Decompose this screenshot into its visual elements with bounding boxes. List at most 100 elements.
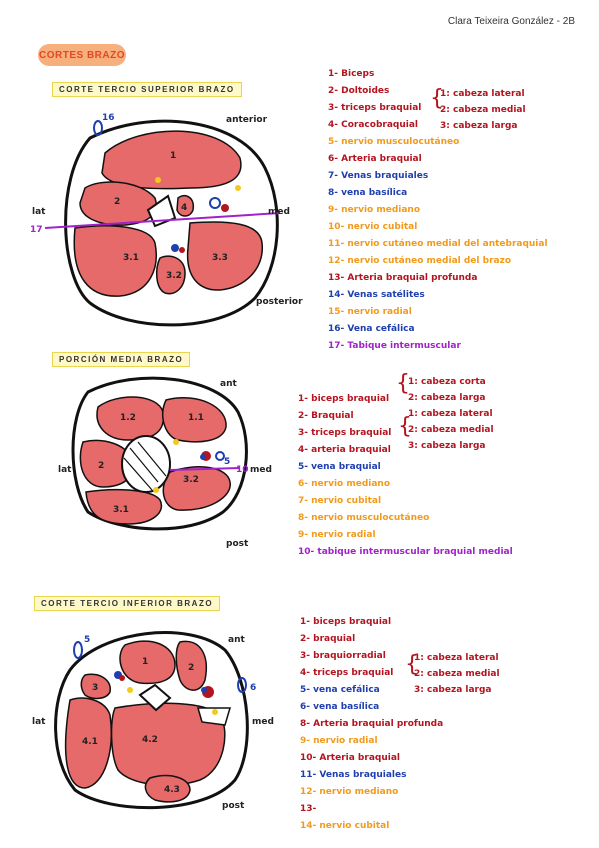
legend-item: 17- Tabique intermuscular xyxy=(328,341,461,351)
muscle-3 xyxy=(80,673,111,700)
vein xyxy=(171,244,179,252)
medial-label: med xyxy=(252,717,274,727)
vein-16-label: 16 xyxy=(102,113,115,123)
nerve xyxy=(212,709,218,715)
legend-item: 10- tabique intermuscular braquial media… xyxy=(298,547,513,557)
subhead-item: 1: cabeza corta xyxy=(408,377,486,387)
lateral-label: lat xyxy=(32,717,46,727)
muscle-3-3 xyxy=(186,221,263,291)
muscle-1 xyxy=(119,640,176,685)
section-1-heading: CORTE TERCIO SUPERIOR BRAZO xyxy=(52,82,242,97)
legend-item: 2- Doltoides xyxy=(328,86,390,96)
legend-item: 12- nervio mediano xyxy=(300,787,399,797)
muscle-1-label: 1 xyxy=(170,151,176,161)
posterior-label: post xyxy=(226,539,249,549)
nerve xyxy=(153,487,159,493)
septum-10 xyxy=(169,467,241,471)
legend-item: 5- vena braquial xyxy=(298,462,381,472)
muscle-1-1-label: 1.1 xyxy=(188,413,204,423)
subhead-item: 1: cabeza lateral xyxy=(414,653,499,663)
legend-item: 6- vena basílica xyxy=(300,702,380,712)
anterior-label: anterior xyxy=(226,115,268,125)
muscle-3-2-label: 3.2 xyxy=(183,475,199,485)
lateral-label: lat xyxy=(32,207,46,217)
legend-item: 2- braquial xyxy=(300,634,356,644)
medial-label: med xyxy=(250,465,272,475)
legend-item: 7- Venas braquiales xyxy=(328,171,429,181)
muscle-4-1 xyxy=(64,697,112,789)
section-2-brace: { xyxy=(398,414,412,439)
legend-item: 4- arteria braquial xyxy=(298,445,391,455)
muscle-1-2 xyxy=(96,396,165,441)
anterior-label: ant xyxy=(228,635,245,645)
anterior-label: ant xyxy=(220,379,237,389)
legend-item: 9- nervio mediano xyxy=(328,205,421,215)
subhead-item: 3: cabeza larga xyxy=(440,121,518,131)
muscle-4-3-label: 4.3 xyxy=(164,785,180,795)
muscle-3-label: 3 xyxy=(92,683,98,693)
section-2-subheads: 1: cabeza lateral 2: cabeza medial 3: cabe… xyxy=(408,406,494,454)
legend-item: 2- Braquial xyxy=(298,411,354,421)
legend-item: 8- vena basílica xyxy=(328,188,408,198)
section-3-brace: { xyxy=(405,652,419,677)
muscle-1-2-label: 1.2 xyxy=(120,413,136,423)
legend-item: 7- nervio cubital xyxy=(298,496,382,506)
subhead-item: 2: cabeza larga xyxy=(408,393,486,403)
section-2-heading: PORCIÓN MEDIA BRAZO xyxy=(52,352,191,367)
muscle-3-1 xyxy=(85,488,163,525)
legend-item: 5- nervio musculocutáneo xyxy=(328,137,460,147)
vein-16 xyxy=(93,120,103,136)
legend-item: 16- Vena cefálica xyxy=(328,324,415,334)
subhead-item: 3: cabeza larga xyxy=(408,441,486,451)
vein-5 xyxy=(215,451,225,461)
page-title: CORTES BRAZO xyxy=(38,44,126,66)
legend-item: 10- nervio cubital xyxy=(328,222,418,232)
section-3-heading: CORTE TERCIO INFERIOR BRAZO xyxy=(34,596,221,611)
legend-item: 14- Venas satélites xyxy=(328,290,425,300)
muscle-3-3-label: 3.3 xyxy=(212,253,228,263)
vein-5-label: 5 xyxy=(224,457,230,467)
muscle-4-2-label: 4.2 xyxy=(142,735,158,745)
legend-item: 8- Arteria braquial profunda xyxy=(300,719,444,729)
vein-5 xyxy=(73,641,83,659)
muscle-1-1 xyxy=(162,397,227,443)
muscle-2-label: 2 xyxy=(98,461,104,471)
legend-item: 3- triceps braquial xyxy=(328,103,422,113)
artery xyxy=(119,675,125,681)
legend-item: 14- nervio cubital xyxy=(300,821,390,831)
subhead-item: 3: cabeza larga xyxy=(414,685,492,695)
artery xyxy=(221,204,229,212)
legend-item: 4- triceps braquial xyxy=(300,668,394,678)
lateral-label: lat xyxy=(58,465,72,475)
subhead-item: 2: cabeza medial xyxy=(408,425,494,435)
legend-item: 11- Venas braquiales xyxy=(300,770,407,780)
muscle-4-2 xyxy=(110,702,226,786)
legend-item: 5- vena cefálica xyxy=(300,685,380,695)
muscle-4-label: 4 xyxy=(181,203,187,213)
legend-item: 3- braquiorradial xyxy=(300,651,386,661)
legend-item: 11- nervio cutáneo medial del antebraqui… xyxy=(328,239,548,249)
humerus xyxy=(138,683,172,712)
legend-item: 12- nervio cutáneo medial del brazo xyxy=(328,256,511,266)
muscle-2 xyxy=(175,640,207,691)
section-2-brace-top: { xyxy=(396,371,410,396)
legend-item: 9- nervio radial xyxy=(298,530,376,540)
legend-item: 6- nervio mediano xyxy=(298,479,391,489)
subhead-item: 2: cabeza medial xyxy=(440,105,526,115)
muscle-3-2 xyxy=(155,255,186,295)
legend-item: 4- Coracobraquial xyxy=(328,120,418,130)
posterior-label: post xyxy=(222,801,245,811)
muscle-3-1-label: 3.1 xyxy=(113,505,129,515)
author-name: Clara Teixeira González - 2B xyxy=(447,16,575,27)
subhead-item: 1: cabeza lateral xyxy=(408,409,493,419)
septum-10-label: 10 xyxy=(236,465,249,475)
legend-item: 13- xyxy=(300,804,317,814)
legend-item: 15- nervio radial xyxy=(328,307,412,317)
vessel xyxy=(209,197,221,209)
muscle-4-3 xyxy=(144,774,191,803)
muscle-3-2-label: 3.2 xyxy=(166,271,182,281)
subhead-item: 1: cabeza lateral xyxy=(440,89,525,99)
